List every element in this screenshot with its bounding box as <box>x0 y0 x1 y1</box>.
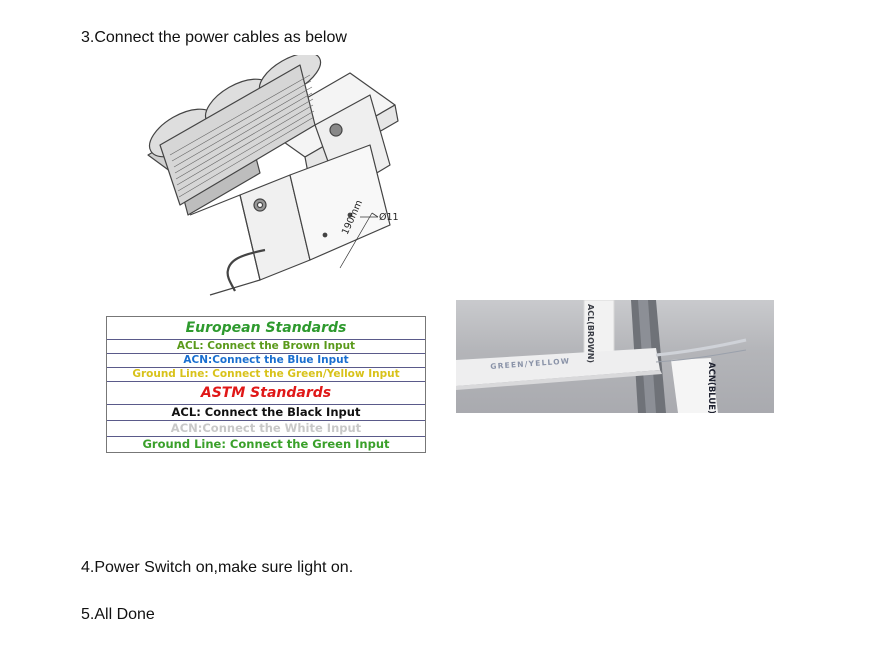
acn-blue-tape-label: ACN(BLUE) <box>706 362 716 413</box>
eu-ground-row: Ground Line: Connect the Green/Yellow In… <box>107 368 425 382</box>
cable-wiring-photo: GREEN/YELLOW ACL(BROWN) ACN(BLUE) <box>456 300 774 413</box>
diameter-dimension-label: Ø11 <box>379 212 399 223</box>
astm-acn-row: ACN:Connect the White Input <box>107 421 425 437</box>
step-4-heading: 4.Power Switch on,make sure light on. <box>81 559 354 576</box>
astm-acl-row: ACL: Connect the Black Input <box>107 405 425 421</box>
astm-standards-title: ASTM Standards <box>107 382 425 405</box>
eu-acn-row: ACN:Connect the Blue Input <box>107 354 425 368</box>
floodlight-fixture-diagram <box>140 52 430 300</box>
step-3-heading: 3.Connect the power cables as below <box>81 29 347 46</box>
astm-ground-row: Ground Line: Connect the Green Input <box>142 437 390 451</box>
wiring-standards-table: European Standards ACL: Connect the Brow… <box>106 316 426 453</box>
acl-brown-tape-label: ACL(BROWN) <box>586 304 595 364</box>
european-standards-title: European Standards <box>107 317 425 340</box>
eu-acl-row: ACL: Connect the Brown Input <box>107 340 425 354</box>
step-5-heading: 5.All Done <box>81 606 155 623</box>
